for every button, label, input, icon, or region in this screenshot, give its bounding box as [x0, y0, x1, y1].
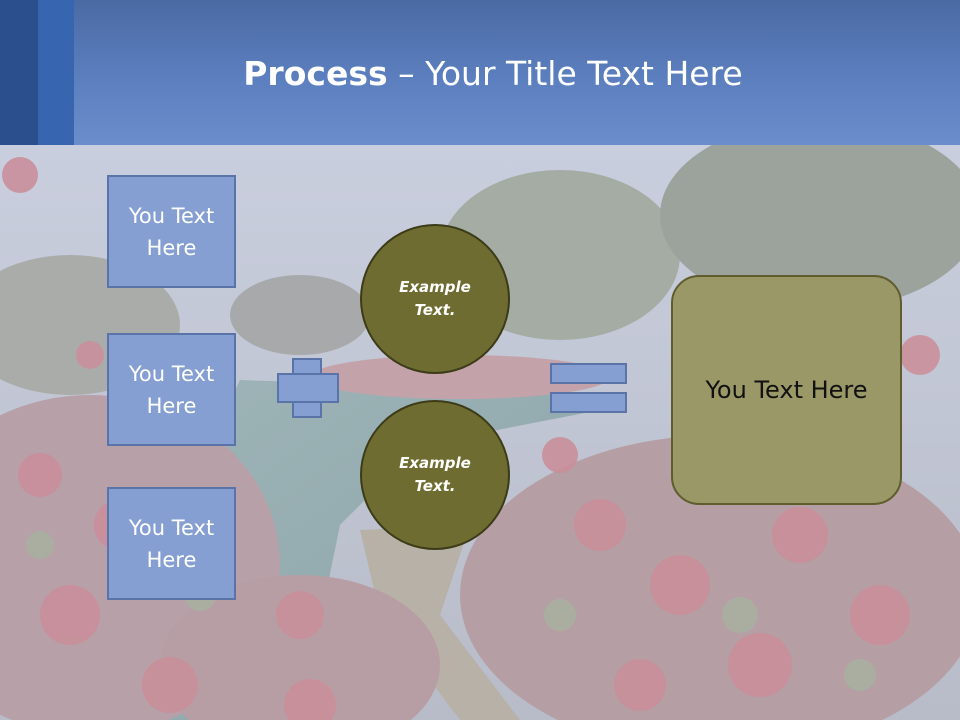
text-box-2[interactable]: You Text Here	[107, 333, 236, 446]
equals-icon-top-bar	[550, 363, 627, 384]
text-box-1-label: You Text Here	[128, 203, 215, 260]
text-box-2-label: You Text Here	[128, 361, 215, 418]
example-circle-2[interactable]: Example Text.	[360, 400, 510, 550]
text-box-3[interactable]: You Text Here	[107, 487, 236, 600]
title-bold-text: Process	[243, 54, 388, 93]
example-circle-2-label: Example Text.	[399, 454, 471, 495]
title-bar: Process – Your Title Text Here	[0, 0, 960, 145]
equals-icon-bottom-bar	[550, 392, 627, 413]
title-accent-strip-light	[38, 0, 74, 145]
text-box-1[interactable]: You Text Here	[107, 175, 236, 288]
example-circle-1[interactable]: Example Text.	[360, 224, 510, 374]
result-box-label: You Text Here	[705, 376, 868, 404]
plus-icon-center	[294, 375, 320, 401]
result-box[interactable]: You Text Here	[671, 275, 902, 505]
text-box-3-label: You Text Here	[128, 515, 215, 572]
title-rest-text: – Your Title Text Here	[387, 54, 743, 93]
example-circle-1-label: Example Text.	[399, 278, 471, 319]
slide-title: Process – Your Title Text Here	[0, 52, 960, 96]
title-accent-strip-dark	[0, 0, 38, 145]
